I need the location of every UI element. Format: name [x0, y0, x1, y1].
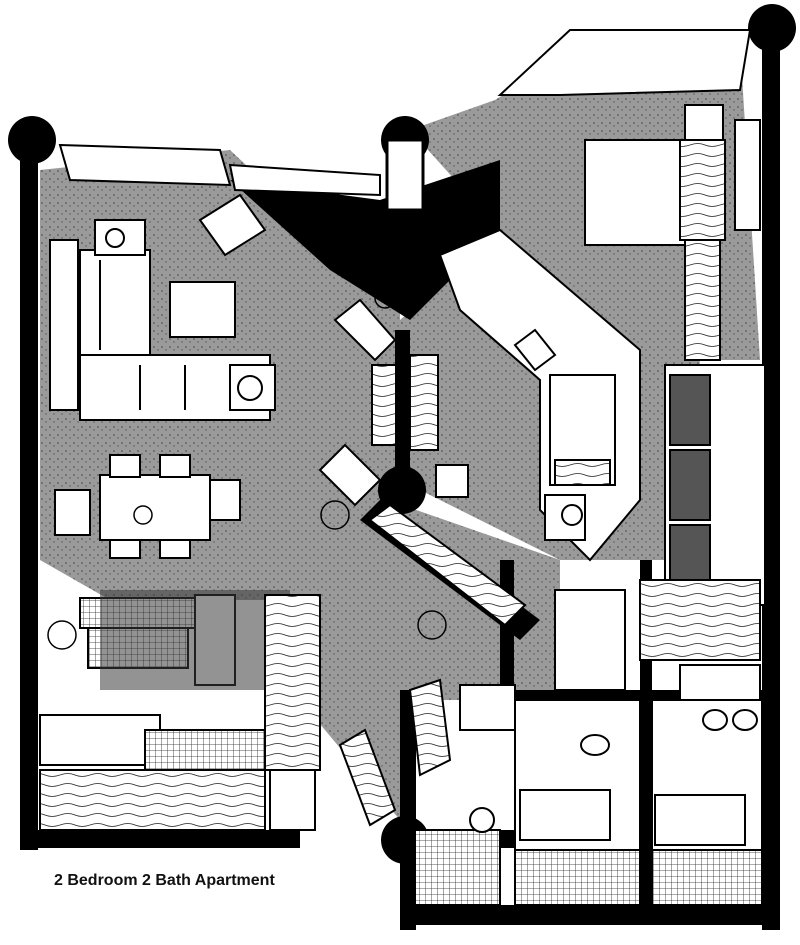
bathroom-two [651, 664, 763, 906]
column-top-left [8, 116, 56, 164]
central-dark-floor [230, 160, 500, 320]
column-top-right [748, 4, 796, 52]
closet-wardrobe [639, 239, 766, 661]
master-bed [584, 104, 761, 246]
coffee-table [169, 281, 236, 338]
dining-table [99, 454, 241, 559]
windows [58, 29, 752, 197]
columns [8, 4, 796, 864]
bedroom-two-furniture [438, 228, 641, 562]
armchair [198, 193, 267, 257]
end-table [94, 219, 276, 411]
divider-cabinets [318, 298, 527, 627]
bathroom-one [514, 589, 641, 906]
entry-storage [338, 678, 516, 906]
plan-caption: 2 Bedroom 2 Bath Apartment [54, 872, 275, 889]
plants [47, 287, 447, 650]
kitchen-counter [39, 590, 321, 831]
wall-art [49, 239, 91, 536]
column-center [378, 466, 426, 514]
